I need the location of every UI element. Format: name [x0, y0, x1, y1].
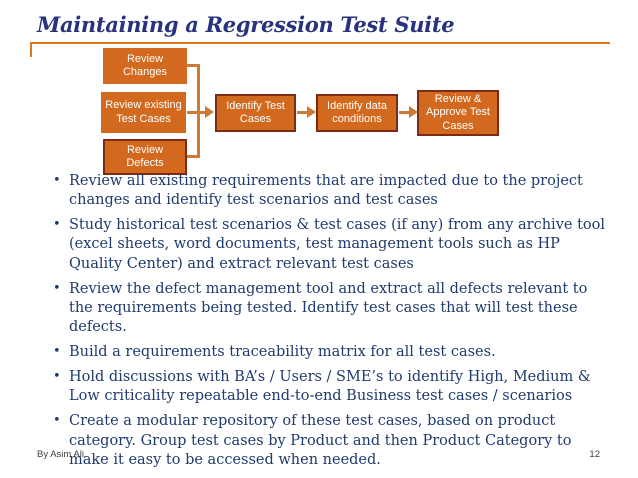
- flow-box-review-defects: Review Defects: [103, 139, 187, 175]
- bullet-item: Review all existing requirements that ar…: [53, 172, 613, 210]
- bullet-item: Study historical test scenarios & test c…: [53, 216, 613, 273]
- slide-title: Maintaining a Regression Test Suite: [37, 12, 455, 37]
- arrow-right-icon: [307, 106, 316, 118]
- connector-line-bottom: [187, 155, 199, 158]
- bullet-item: Build a requirements traceability matrix…: [53, 343, 613, 362]
- connector-line-middle: [187, 111, 206, 114]
- flow-box-identify-data-conditions: Identify data conditions: [316, 94, 398, 132]
- bullet-item: Create a modular repository of these tes…: [53, 412, 613, 469]
- connector-line-top: [187, 64, 199, 67]
- arrow-right-icon: [409, 106, 418, 118]
- bullet-item: Hold discussions with BA’s / Users / SME…: [53, 368, 613, 406]
- title-underline-tick: [30, 42, 32, 57]
- page-number: 12: [589, 449, 600, 460]
- footer-author: By Asim Ali: [37, 449, 84, 460]
- bullet-item: Review the defect management tool and ex…: [53, 280, 613, 337]
- flow-box-identify-test-cases: Identify Test Cases: [215, 94, 296, 132]
- connector-line-e-f: [399, 111, 410, 114]
- flow-box-review-existing-test-cases: Review existing Test Cases: [101, 92, 186, 133]
- arrow-right-icon: [205, 106, 214, 118]
- bullet-list: Review all existing requirements that ar…: [53, 172, 613, 476]
- title-underline: [30, 42, 610, 44]
- flow-box-review-approve-test-cases: Review & Approve Test Cases: [417, 90, 499, 136]
- connector-line-d-e: [297, 111, 308, 114]
- flow-box-review-changes: Review Changes: [103, 48, 187, 84]
